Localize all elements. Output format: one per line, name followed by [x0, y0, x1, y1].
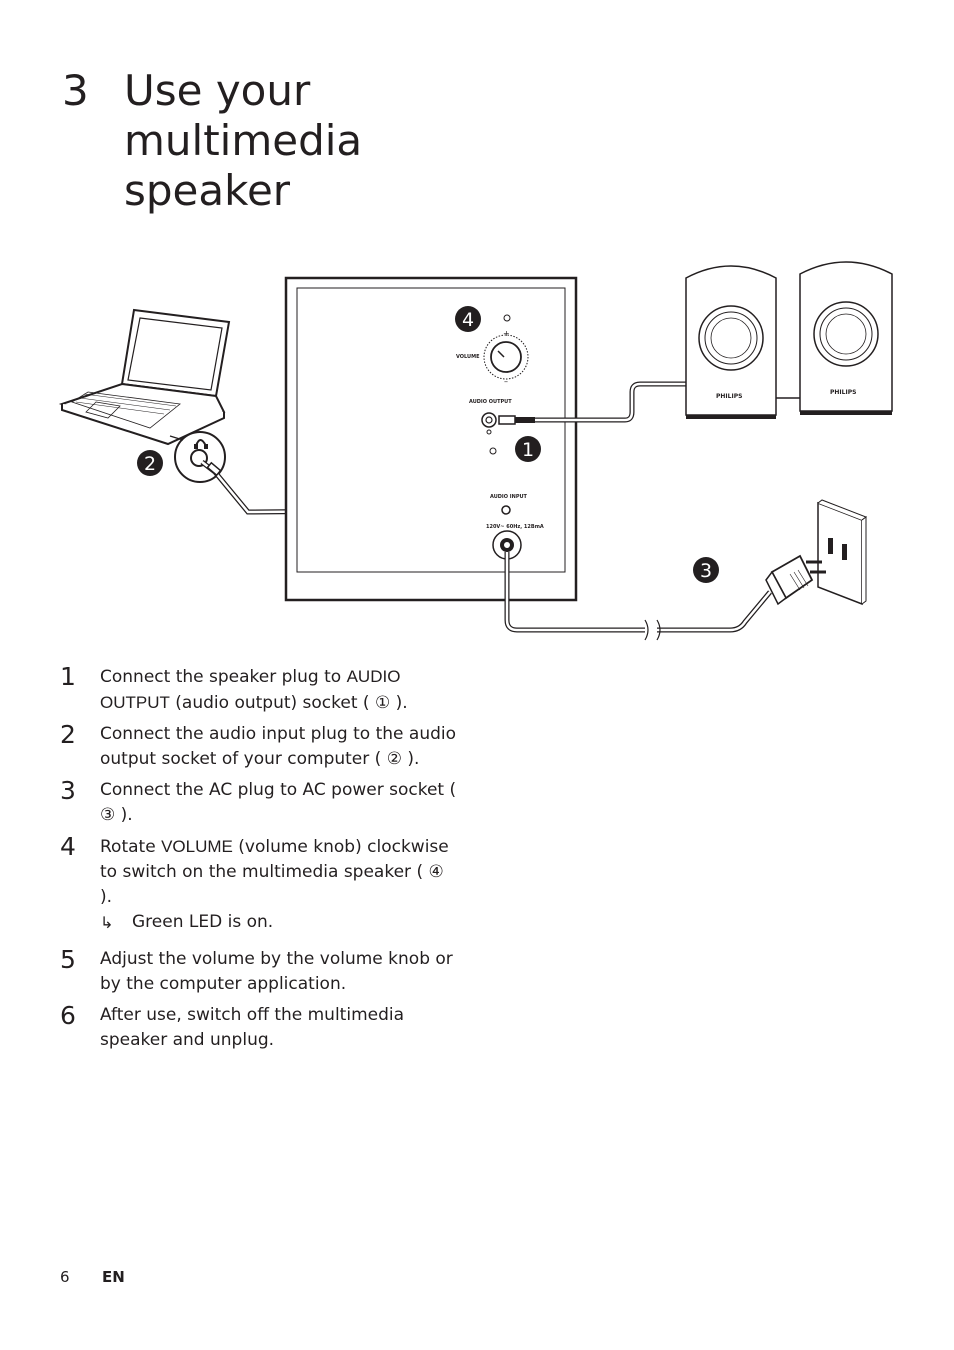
step-number: 2	[60, 720, 76, 749]
step-text: Adjust the volume by the volume knob or …	[100, 949, 453, 994]
step-number: 3	[60, 776, 76, 805]
svg-text:3: 3	[700, 560, 712, 582]
svg-text:–: –	[504, 377, 508, 386]
chapter-title-line: Use your	[124, 66, 311, 115]
step-number: 6	[60, 1001, 76, 1030]
volume-label: VOLUME	[456, 354, 480, 360]
speaker-icon: PHILIPS	[799, 261, 893, 415]
step-text: Rotate VOLUME (volume knob) clockwise to…	[100, 837, 449, 907]
chapter-number: 3	[62, 66, 89, 115]
step-number: 4	[60, 832, 76, 861]
connection-diagram: + – VOLUME AUDIO OUTPUT AUDIO INPUT 120V…	[58, 261, 893, 641]
step-4: 4 Rotate VOLUME (volume knob) clockwise …	[60, 832, 460, 935]
chapter-title-line: speaker	[124, 166, 291, 215]
result-text: Green LED is on.	[132, 912, 274, 932]
step-text: Connect the speaker plug to AUDIO OUTPUT…	[100, 667, 408, 713]
step-text: Connect the audio input plug to the audi…	[100, 724, 457, 769]
page-number: 6	[60, 1268, 70, 1286]
step-text: After use, switch off the multimedia spe…	[100, 1005, 405, 1050]
step-3: 3 Connect the AC plug to AC power socket…	[60, 776, 460, 828]
volume-knob: + –	[483, 329, 529, 386]
step-1: 1 Connect the speaker plug to AUDIO OUTP…	[60, 662, 460, 716]
audio-input-socket	[501, 505, 511, 515]
step-number: 5	[60, 945, 76, 974]
steps-list: 1 Connect the speaker plug to AUDIO OUTP…	[60, 662, 460, 1059]
step-text: Connect the AC plug to AC power socket (…	[100, 780, 457, 825]
speaker-brand-label: PHILIPS	[830, 389, 856, 396]
svg-text:1: 1	[522, 439, 534, 461]
chapter-title: Use your multimedia speaker	[124, 66, 484, 216]
callout-1: 1	[515, 436, 541, 462]
step-result: ↳ Green LED is on.	[100, 910, 460, 935]
power-outlet-icon	[817, 499, 868, 606]
audio-input-label: AUDIO INPUT	[490, 494, 528, 500]
ac-plug-icon	[765, 554, 826, 606]
speaker-brand-label: PHILIPS	[716, 393, 742, 400]
step-6: 6 After use, switch off the multimedia s…	[60, 1001, 460, 1053]
callout-4: 4	[455, 306, 481, 332]
power-rating-label: 120V~ 60Hz, 12BmA	[486, 524, 544, 530]
callout-2: 2	[137, 450, 163, 476]
audio-output-label: AUDIO OUTPUT	[469, 399, 512, 405]
result-arrow-icon: ↳	[100, 913, 114, 932]
svg-text:+: +	[503, 329, 510, 338]
chapter-title-line: multimedia	[124, 116, 363, 165]
svg-text:2: 2	[144, 453, 156, 475]
callout-3: 3	[693, 557, 719, 583]
language-code: EN	[102, 1268, 125, 1286]
step-5: 5 Adjust the volume by the volume knob o…	[60, 945, 460, 997]
step-2: 2 Connect the audio input plug to the au…	[60, 720, 460, 772]
laptop-icon	[58, 308, 231, 446]
svg-text:4: 4	[462, 309, 474, 331]
step-number: 1	[60, 662, 76, 691]
led-indicator	[503, 314, 511, 322]
speaker-icon: PHILIPS	[685, 265, 777, 419]
